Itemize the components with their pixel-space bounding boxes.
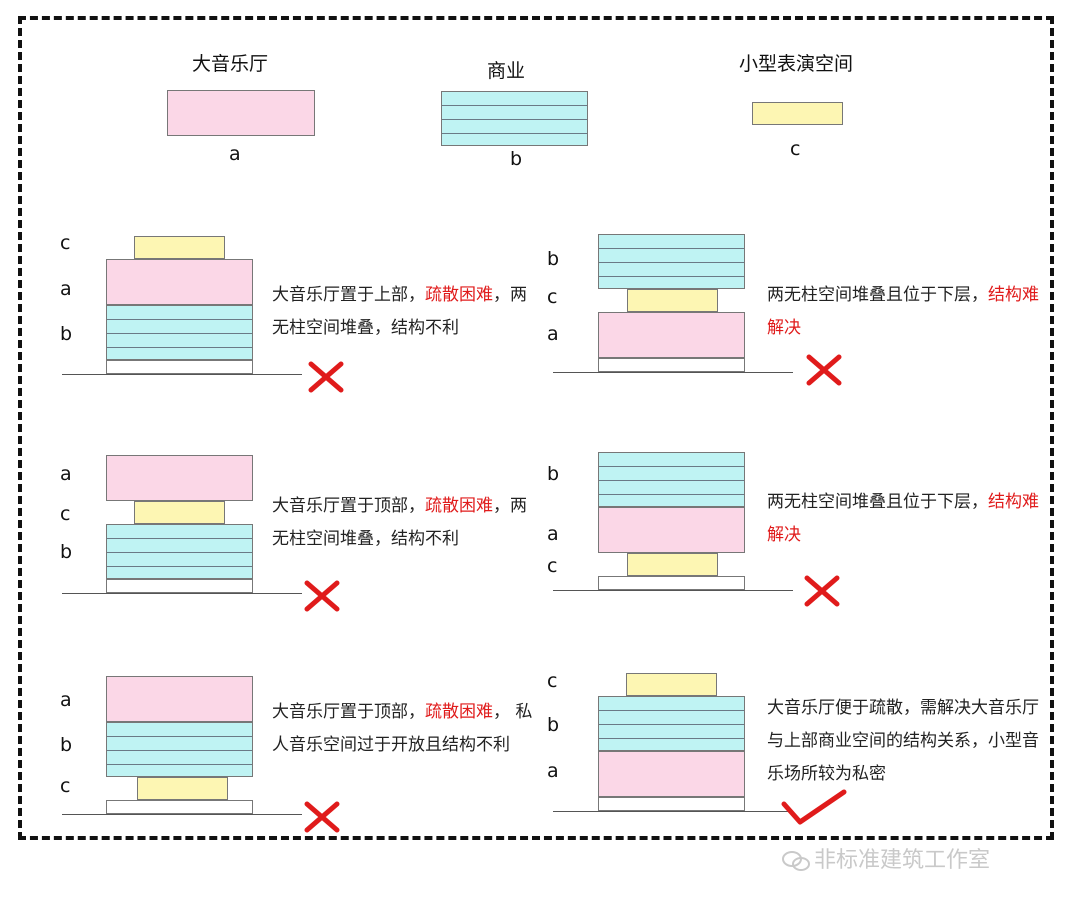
case4-block-commercial xyxy=(598,452,745,507)
case6-block-small-venue xyxy=(626,673,717,696)
case1-description: 大音乐厅置于上部，疏散困难，两无柱空间堆叠，结构不利 xyxy=(272,279,534,345)
legend-box-concert-hall xyxy=(167,90,315,136)
case3-label-top: a xyxy=(60,463,72,485)
case2-label-bottom: a xyxy=(547,323,559,345)
legend-title-b: 商业 xyxy=(487,60,526,82)
case2-text: 两无柱空间堆叠且位于下层， xyxy=(767,285,988,305)
case1-block-small-venue xyxy=(134,236,225,259)
case2-block-commercial xyxy=(598,234,745,289)
case6-label-mid: b xyxy=(547,714,560,736)
case1-text-highlight: 疏散困难 xyxy=(425,285,493,305)
case1-cross-icon xyxy=(308,361,344,393)
case2-block-concert-hall xyxy=(598,312,745,358)
case2-base xyxy=(598,358,745,372)
case6-check-icon xyxy=(781,789,847,825)
case1-base xyxy=(106,360,253,374)
case1-text-rest: ，两无柱空间堆叠，结构不利 xyxy=(272,285,527,338)
case6-ground-line xyxy=(553,811,793,812)
case6-block-concert-hall xyxy=(598,751,745,797)
legend-title-a: 大音乐厅 xyxy=(192,53,269,75)
case1-block-commercial xyxy=(106,305,253,360)
case6-text: 大音乐厅便于疏散，需解决大音乐厅与上部商业空间的结构关系，小型音乐场所较为私密 xyxy=(767,698,1039,784)
case5-block-commercial xyxy=(106,722,253,777)
case4-label-mid: a xyxy=(547,523,559,545)
case4-label-top: b xyxy=(547,463,560,485)
case1-label-mid: a xyxy=(60,278,72,300)
case5-text-rest: ， 私人音乐空间过于开放且结构不利 xyxy=(272,702,533,755)
case3-text-highlight: 疏散困难 xyxy=(425,496,493,516)
case4-cross-icon xyxy=(804,575,840,607)
case3-cross-icon xyxy=(304,580,340,612)
case2-cross-icon xyxy=(806,354,842,386)
case4-text: 两无柱空间堆叠且位于下层， xyxy=(767,492,988,512)
case5-description: 大音乐厅置于顶部，疏散困难， 私人音乐空间过于开放且结构不利 xyxy=(272,696,534,762)
case1-label-bottom: b xyxy=(60,323,73,345)
case3-label-mid: c xyxy=(60,503,71,525)
case2-text-highlight: 结构难解决 xyxy=(767,285,1039,338)
wechat-icon xyxy=(782,851,810,871)
case3-text: 大音乐厅置于顶部， xyxy=(272,496,425,516)
legend-letter-c: c xyxy=(790,138,801,160)
case4-description: 两无柱空间堆叠且位于下层，结构难解决 xyxy=(767,486,1047,552)
case5-text: 大音乐厅置于顶部， xyxy=(272,702,425,722)
case5-text-highlight: 疏散困难 xyxy=(425,702,493,722)
case2-label-mid: c xyxy=(547,286,558,308)
diagram-frame xyxy=(18,16,1054,840)
watermark-text: 非标准建筑工作室 xyxy=(814,848,991,873)
case4-base xyxy=(598,576,745,590)
case5-ground-line xyxy=(62,814,302,815)
case5-base xyxy=(106,800,253,814)
watermark: 非标准建筑工作室 xyxy=(782,842,990,874)
legend-box-small-venue xyxy=(752,102,843,125)
case6-block-commercial xyxy=(598,696,745,751)
case2-ground-line xyxy=(553,372,793,373)
case5-label-top: a xyxy=(60,689,72,711)
case3-block-concert-hall xyxy=(106,455,253,501)
case5-cross-icon xyxy=(304,801,340,833)
case1-block-concert-hall xyxy=(106,259,253,305)
case4-text-highlight: 结构难解决 xyxy=(767,492,1039,545)
case4-ground-line xyxy=(553,590,793,591)
case6-base xyxy=(598,797,745,811)
case6-label-bottom: a xyxy=(547,760,559,782)
legend-box-commercial xyxy=(441,91,588,146)
case2-description: 两无柱空间堆叠且位于下层，结构难解决 xyxy=(767,279,1047,345)
case4-block-concert-hall xyxy=(598,507,745,553)
case6-label-top: c xyxy=(547,670,558,692)
case4-label-bottom: c xyxy=(547,555,558,577)
case3-base xyxy=(106,579,253,593)
legend-title-c: 小型表演空间 xyxy=(739,53,854,75)
case3-ground-line xyxy=(62,593,302,594)
case3-block-small-venue xyxy=(134,501,225,524)
case5-label-bottom: c xyxy=(60,775,71,797)
case2-label-top: b xyxy=(547,248,560,270)
case3-label-bottom: b xyxy=(60,541,73,563)
case3-description: 大音乐厅置于顶部，疏散困难，两无柱空间堆叠，结构不利 xyxy=(272,490,534,556)
case5-label-mid: b xyxy=(60,734,73,756)
case4-block-small-venue xyxy=(627,553,718,576)
case1-text: 大音乐厅置于上部， xyxy=(272,285,425,305)
case3-block-commercial xyxy=(106,524,253,579)
case5-block-small-venue xyxy=(137,777,228,800)
case5-block-concert-hall xyxy=(106,676,253,722)
case1-ground-line xyxy=(62,374,302,375)
legend-letter-a: a xyxy=(229,143,241,165)
legend-letter-b: b xyxy=(510,148,523,170)
case1-label-top: c xyxy=(60,232,71,254)
case6-description: 大音乐厅便于疏散，需解决大音乐厅与上部商业空间的结构关系，小型音乐场所较为私密 xyxy=(767,692,1047,791)
case3-text-rest: ，两无柱空间堆叠，结构不利 xyxy=(272,496,527,549)
case2-block-small-venue xyxy=(627,289,718,312)
